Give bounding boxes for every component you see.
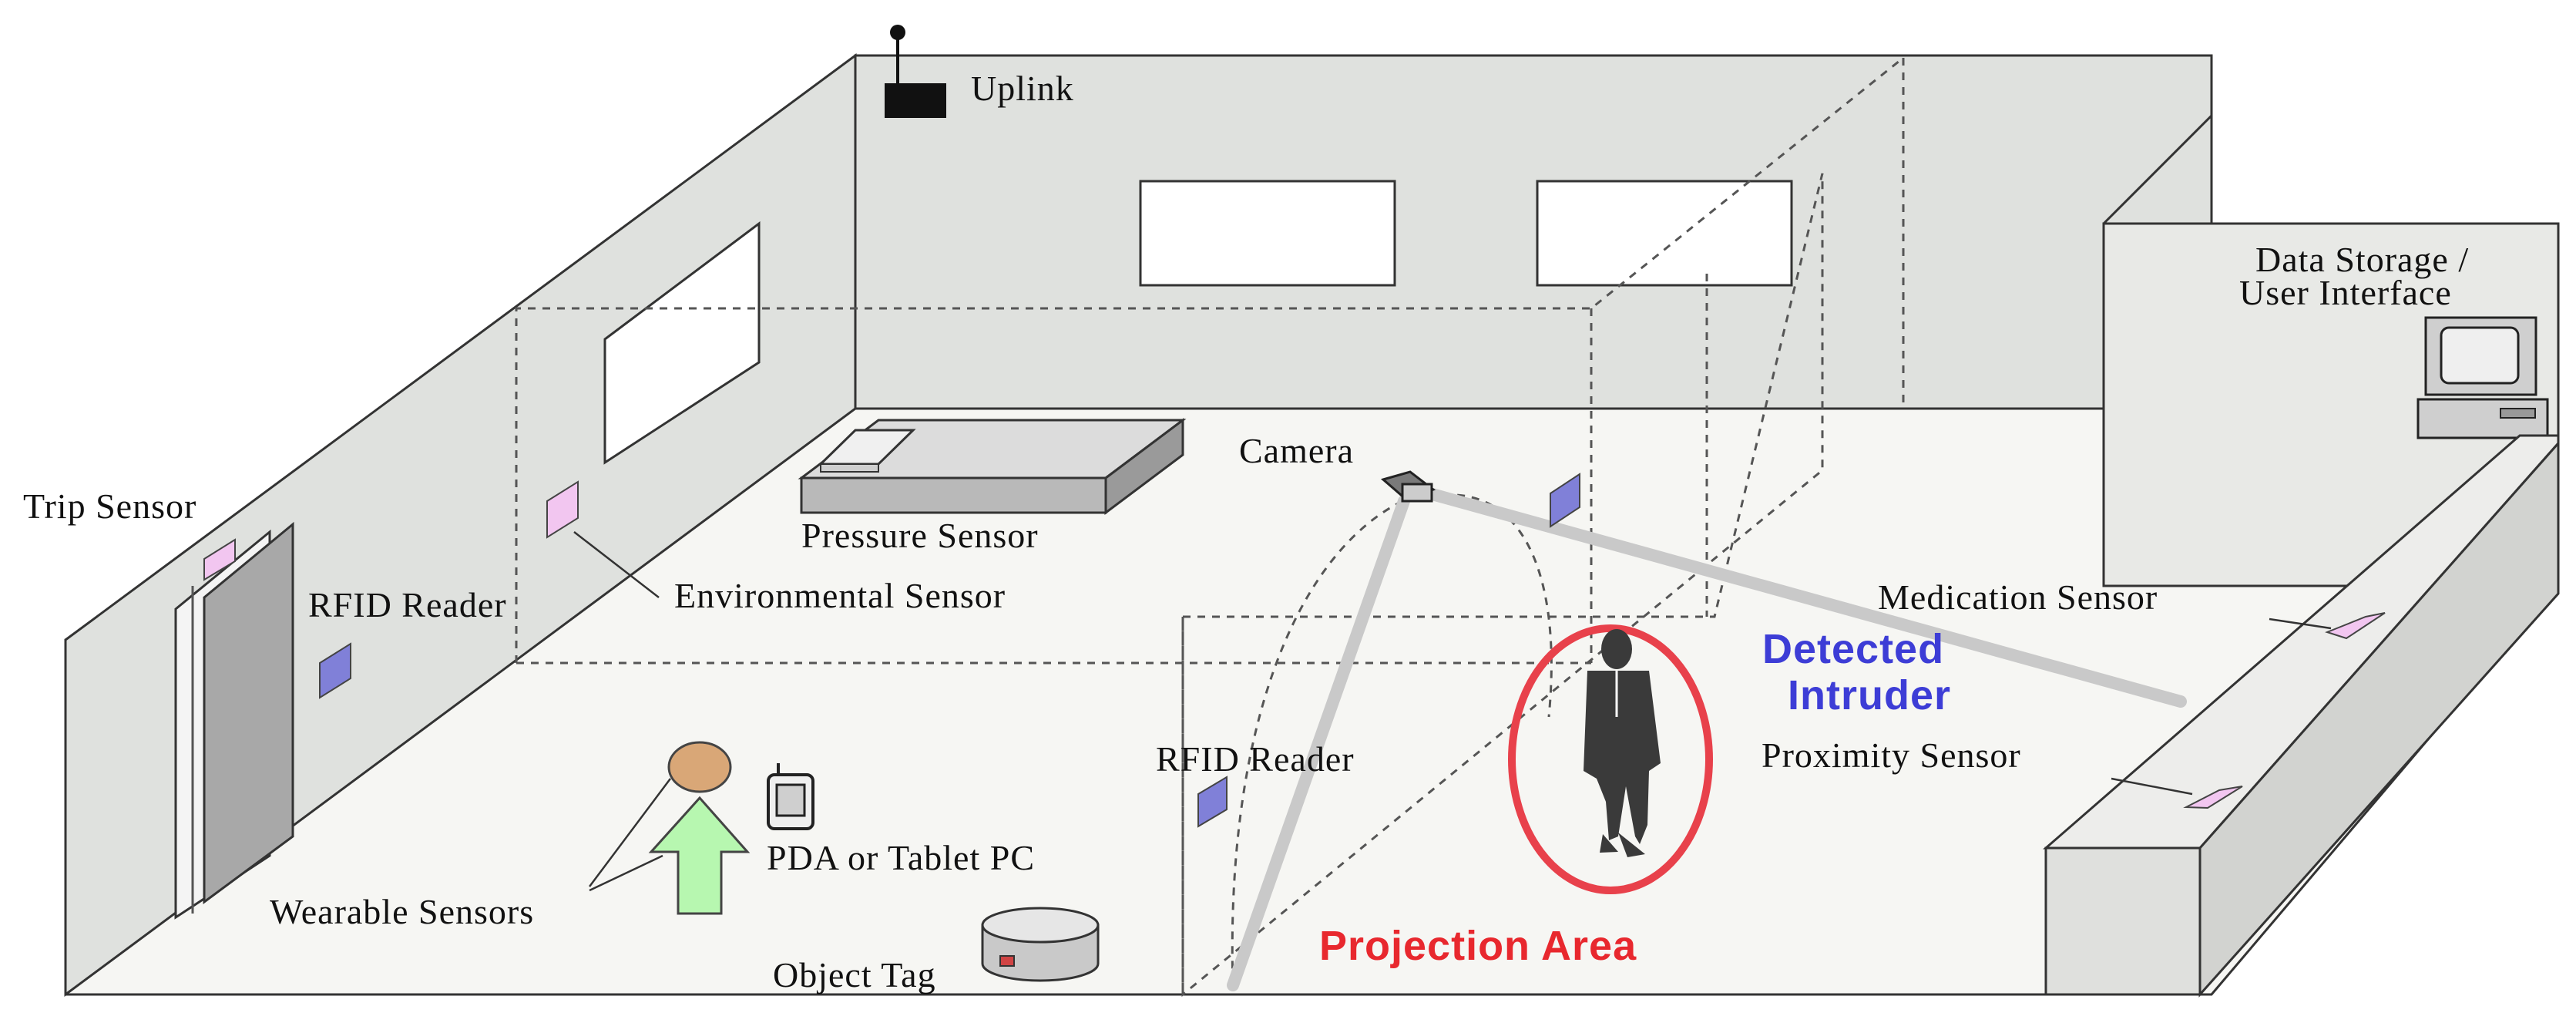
pda-icon bbox=[767, 763, 814, 830]
medication-sensor bbox=[2325, 612, 2386, 640]
environmental-sensor bbox=[546, 480, 579, 539]
medication-sensor-label: Medication Sensor bbox=[1878, 577, 2158, 617]
camera-beam-floor bbox=[1227, 495, 1410, 991]
dashed-room-outline bbox=[515, 56, 1904, 663]
data-storage-label-1: Data Storage / bbox=[2255, 240, 2469, 279]
object-tag-device bbox=[981, 907, 1100, 982]
intruder-silhouette-icon bbox=[1584, 629, 1661, 857]
camera-label: Camera bbox=[1239, 431, 1354, 470]
trip-sensor bbox=[203, 538, 236, 581]
rfid-reader-left-label: RFID Reader bbox=[308, 585, 507, 624]
environmental-sensor-leader bbox=[573, 531, 660, 598]
counter-front bbox=[2044, 846, 2202, 996]
wall-sensor-blue bbox=[1550, 473, 1580, 528]
rfid-reader-center-label: RFID Reader bbox=[1156, 739, 1355, 779]
environmental-sensor-label: Environmental Sensor bbox=[674, 576, 1006, 615]
uplink-antenna-icon bbox=[885, 25, 946, 118]
person-icon bbox=[648, 741, 751, 915]
rfid-reader-center bbox=[1197, 776, 1228, 828]
data-storage-label-2: User Interface bbox=[2239, 273, 2452, 312]
left-wall-window bbox=[603, 221, 761, 465]
bed-icon bbox=[798, 418, 1187, 515]
pda-label: PDA or Tablet PC bbox=[767, 838, 1035, 877]
wearable-sensors-label: Wearable Sensors bbox=[270, 892, 534, 931]
pressure-sensor-label: Pressure Sensor bbox=[801, 516, 1039, 555]
back-wall-window-1 bbox=[1139, 180, 1396, 287]
rfid-reader-left bbox=[319, 642, 351, 699]
object-tag-label: Object Tag bbox=[773, 955, 936, 994]
uplink-label: Uplink bbox=[971, 69, 1074, 108]
counter-side bbox=[2198, 440, 2560, 998]
back-wall bbox=[854, 54, 2213, 410]
detected-intruder-label-2: Intruder bbox=[1788, 672, 1951, 718]
back-wall-window-2 bbox=[1536, 180, 1793, 287]
wearable-leader-2 bbox=[589, 854, 663, 892]
camera-icon bbox=[1380, 470, 1436, 503]
door-panel bbox=[203, 521, 294, 904]
proximity-sensor bbox=[2183, 786, 2243, 809]
detected-intruder-label-1: Detected bbox=[1762, 626, 1944, 672]
trip-sensor-label: Trip Sensor bbox=[23, 486, 196, 526]
proximity-sensor-label: Proximity Sensor bbox=[1762, 735, 2021, 775]
wearable-leader-1 bbox=[589, 778, 671, 887]
medication-sensor-leader bbox=[2269, 618, 2332, 630]
intruder-highlight-circle bbox=[1508, 624, 1713, 894]
camera-beam-counter bbox=[1423, 487, 2187, 708]
computer-monitor-icon bbox=[2416, 316, 2549, 439]
projection-area-label: Projection Area bbox=[1319, 923, 1637, 969]
proximity-sensor-leader bbox=[2111, 777, 2193, 796]
